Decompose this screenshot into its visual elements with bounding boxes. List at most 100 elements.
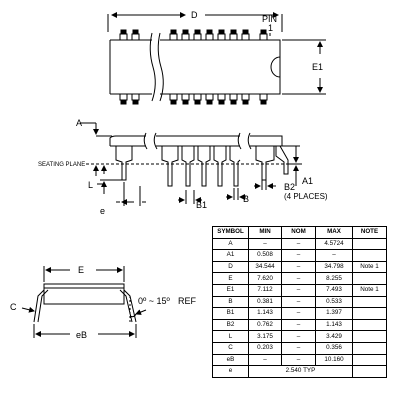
- ref-label: REF: [178, 296, 197, 306]
- table-cell: –: [315, 249, 353, 262]
- four-places-label: (4 PLACES): [284, 192, 328, 201]
- table-cell: 4.5724: [315, 237, 353, 251]
- table-cell: E1: [212, 283, 249, 297]
- table-cell: –: [248, 353, 282, 367]
- end-view: [21, 266, 147, 338]
- table-cell: 7.620: [248, 272, 282, 285]
- table-cell: –: [248, 237, 282, 251]
- table-cell: L: [212, 330, 249, 343]
- pin1-number: 1: [268, 23, 273, 33]
- table-cell: 0.381: [248, 295, 282, 309]
- table-cell: E: [212, 272, 249, 285]
- table-cell: Note 1: [352, 283, 387, 297]
- table-cell: 8.255: [315, 272, 353, 285]
- table-cell: 34.798: [315, 260, 353, 274]
- dim-c-label: C: [10, 302, 17, 312]
- dim-e-pitch-label: e: [100, 206, 105, 216]
- table-cell: 2.540 TYP: [248, 365, 353, 378]
- column-header: NOTE: [352, 226, 387, 239]
- table-cell: [352, 249, 387, 262]
- dim-a1-label: A1: [302, 176, 313, 186]
- table-cell: [352, 318, 387, 332]
- dim-b-label: B: [243, 194, 249, 204]
- table-cell: 34.544: [248, 260, 282, 274]
- table-cell: 10.160: [315, 353, 353, 367]
- dim-e-width-label: E: [78, 265, 84, 275]
- dim-b1-label: B1: [196, 200, 207, 210]
- table-header-row: SYMBOL MIN NOM MAX NOTE: [212, 226, 387, 239]
- table-cell: B1: [212, 307, 249, 320]
- table-cell: D: [212, 260, 249, 274]
- dim-b2-label: B2: [284, 182, 295, 192]
- table-cell: Note 1: [352, 260, 387, 274]
- table-cell: [352, 330, 387, 343]
- table-cell: A: [212, 237, 249, 251]
- table-cell: –: [281, 249, 316, 262]
- table-cell: –: [281, 272, 316, 285]
- dim-e1-label: E1: [312, 62, 323, 72]
- side-view: [80, 122, 302, 206]
- table-cell: [352, 307, 387, 320]
- table-cell: 1.143: [315, 318, 353, 332]
- table-cell: –: [281, 295, 316, 309]
- seating-plane-label: SEATING PLANE: [38, 162, 85, 168]
- table-cell: –: [281, 353, 316, 367]
- table-cell: –: [281, 330, 316, 343]
- table-cell: B2: [212, 318, 249, 332]
- table-cell: –: [281, 283, 316, 297]
- table-cell: [352, 353, 387, 367]
- table-cell: [352, 341, 387, 355]
- table-cell: [352, 272, 387, 285]
- table-cell: 3.429: [315, 330, 353, 343]
- table-cell: [352, 237, 387, 251]
- table-cell: 0.508: [248, 249, 282, 262]
- dim-eb-label: eB: [76, 330, 87, 340]
- table-row: A––4.5724: [212, 237, 387, 251]
- table-cell: –: [281, 318, 316, 332]
- table-cell: 0.533: [315, 295, 353, 309]
- pin1-label: PIN: [262, 14, 277, 24]
- table-cell: 7.493: [315, 283, 353, 297]
- column-header: MIN: [248, 226, 282, 239]
- table-cell: –: [281, 307, 316, 320]
- column-header: SYMBOL: [212, 226, 249, 239]
- column-header: NOM: [281, 226, 316, 239]
- table-cell: [352, 295, 387, 309]
- table-cell: 0.762: [248, 318, 282, 332]
- angle-label: 0º ~ 15º: [138, 296, 171, 306]
- top-view: [107, 12, 326, 105]
- dim-a-label: A: [76, 118, 82, 128]
- table-cell: [352, 365, 387, 378]
- column-header: MAX: [315, 226, 353, 239]
- table-cell: 7.112: [248, 283, 282, 297]
- table-cell: B: [212, 295, 249, 309]
- table-cell: A1: [212, 249, 249, 262]
- table-cell: 0.356: [315, 341, 353, 355]
- dim-l-label: L: [88, 180, 93, 190]
- table-cell: –: [281, 341, 316, 355]
- table-cell: –: [281, 237, 316, 251]
- table-cell: e: [212, 365, 249, 378]
- table-cell: 1.143: [248, 307, 282, 320]
- table-cell: C: [212, 341, 249, 355]
- table-row: eB––10.160: [212, 353, 387, 367]
- table-cell: 1.397: [315, 307, 353, 320]
- table-cell: 3.175: [248, 330, 282, 343]
- table-cell: 0.203: [248, 341, 282, 355]
- table-cell: eB: [212, 353, 249, 367]
- table-cell: –: [281, 260, 316, 274]
- dim-d-label: D: [191, 10, 198, 20]
